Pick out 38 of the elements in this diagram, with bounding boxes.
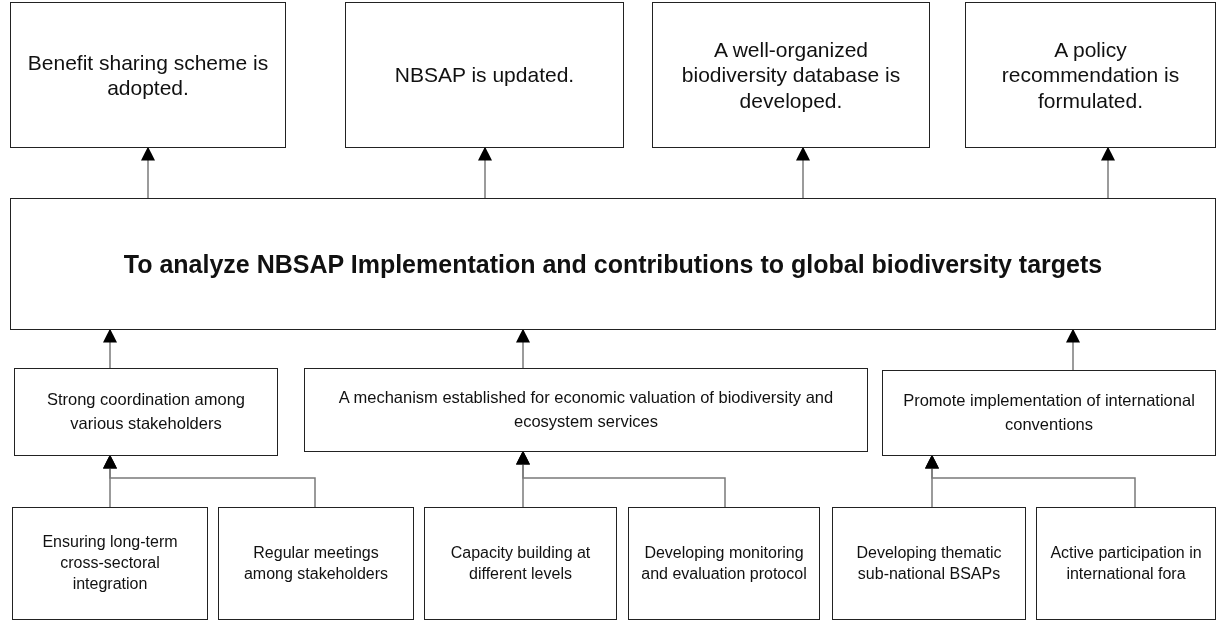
process-box [628,507,820,620]
process-box [10,2,286,148]
box-text: Developing monitoring and evaluation protocol [640,542,808,584]
box-text: Promote implementation of international conventions [902,390,1196,435]
arrow [103,328,117,369]
process-box [12,507,208,620]
arrow [796,146,810,199]
arrow [516,450,726,508]
process-box [832,507,1026,620]
box-text: Strong coordination among various stakeholders [45,389,247,434]
box-text: Developing thematic sub-national BSAPs [855,542,1003,584]
arrow [141,146,155,199]
box-text: A policy recommendation is formulated. [1000,37,1181,113]
process-box [965,2,1216,148]
process-box [218,507,414,620]
arrow [1101,146,1115,199]
process-box [304,368,868,452]
arrow [516,328,530,369]
box-text: A well-organized biodiversity database is developed. [680,37,902,113]
arrow [478,146,492,199]
box-text: A mechanism established for economic valuation of biodiversity and ecosystem services [337,387,835,432]
process-box [652,2,930,148]
box-text: NBSAP is updated. [394,62,575,88]
box-text: Regular meetings among stakeholders [242,542,390,584]
arrow [1066,328,1080,371]
process-box [882,370,1216,456]
box-text: To analyze NBSAP Implementation and contributions to global biodiversity targets [123,248,1103,280]
goal-box [10,198,1216,330]
box-text: Active participation in international fora [1049,542,1203,584]
process-box [345,2,624,148]
arrow [925,454,1136,508]
process-box [424,507,617,620]
process-box [1036,507,1216,620]
arrow [103,454,316,508]
box-text: Benefit sharing scheme is adopted. [26,49,270,101]
process-box [14,368,278,456]
box-text: Capacity building at different levels [449,542,592,584]
box-text: Ensuring long-term cross-sectoral integration [41,532,179,594]
